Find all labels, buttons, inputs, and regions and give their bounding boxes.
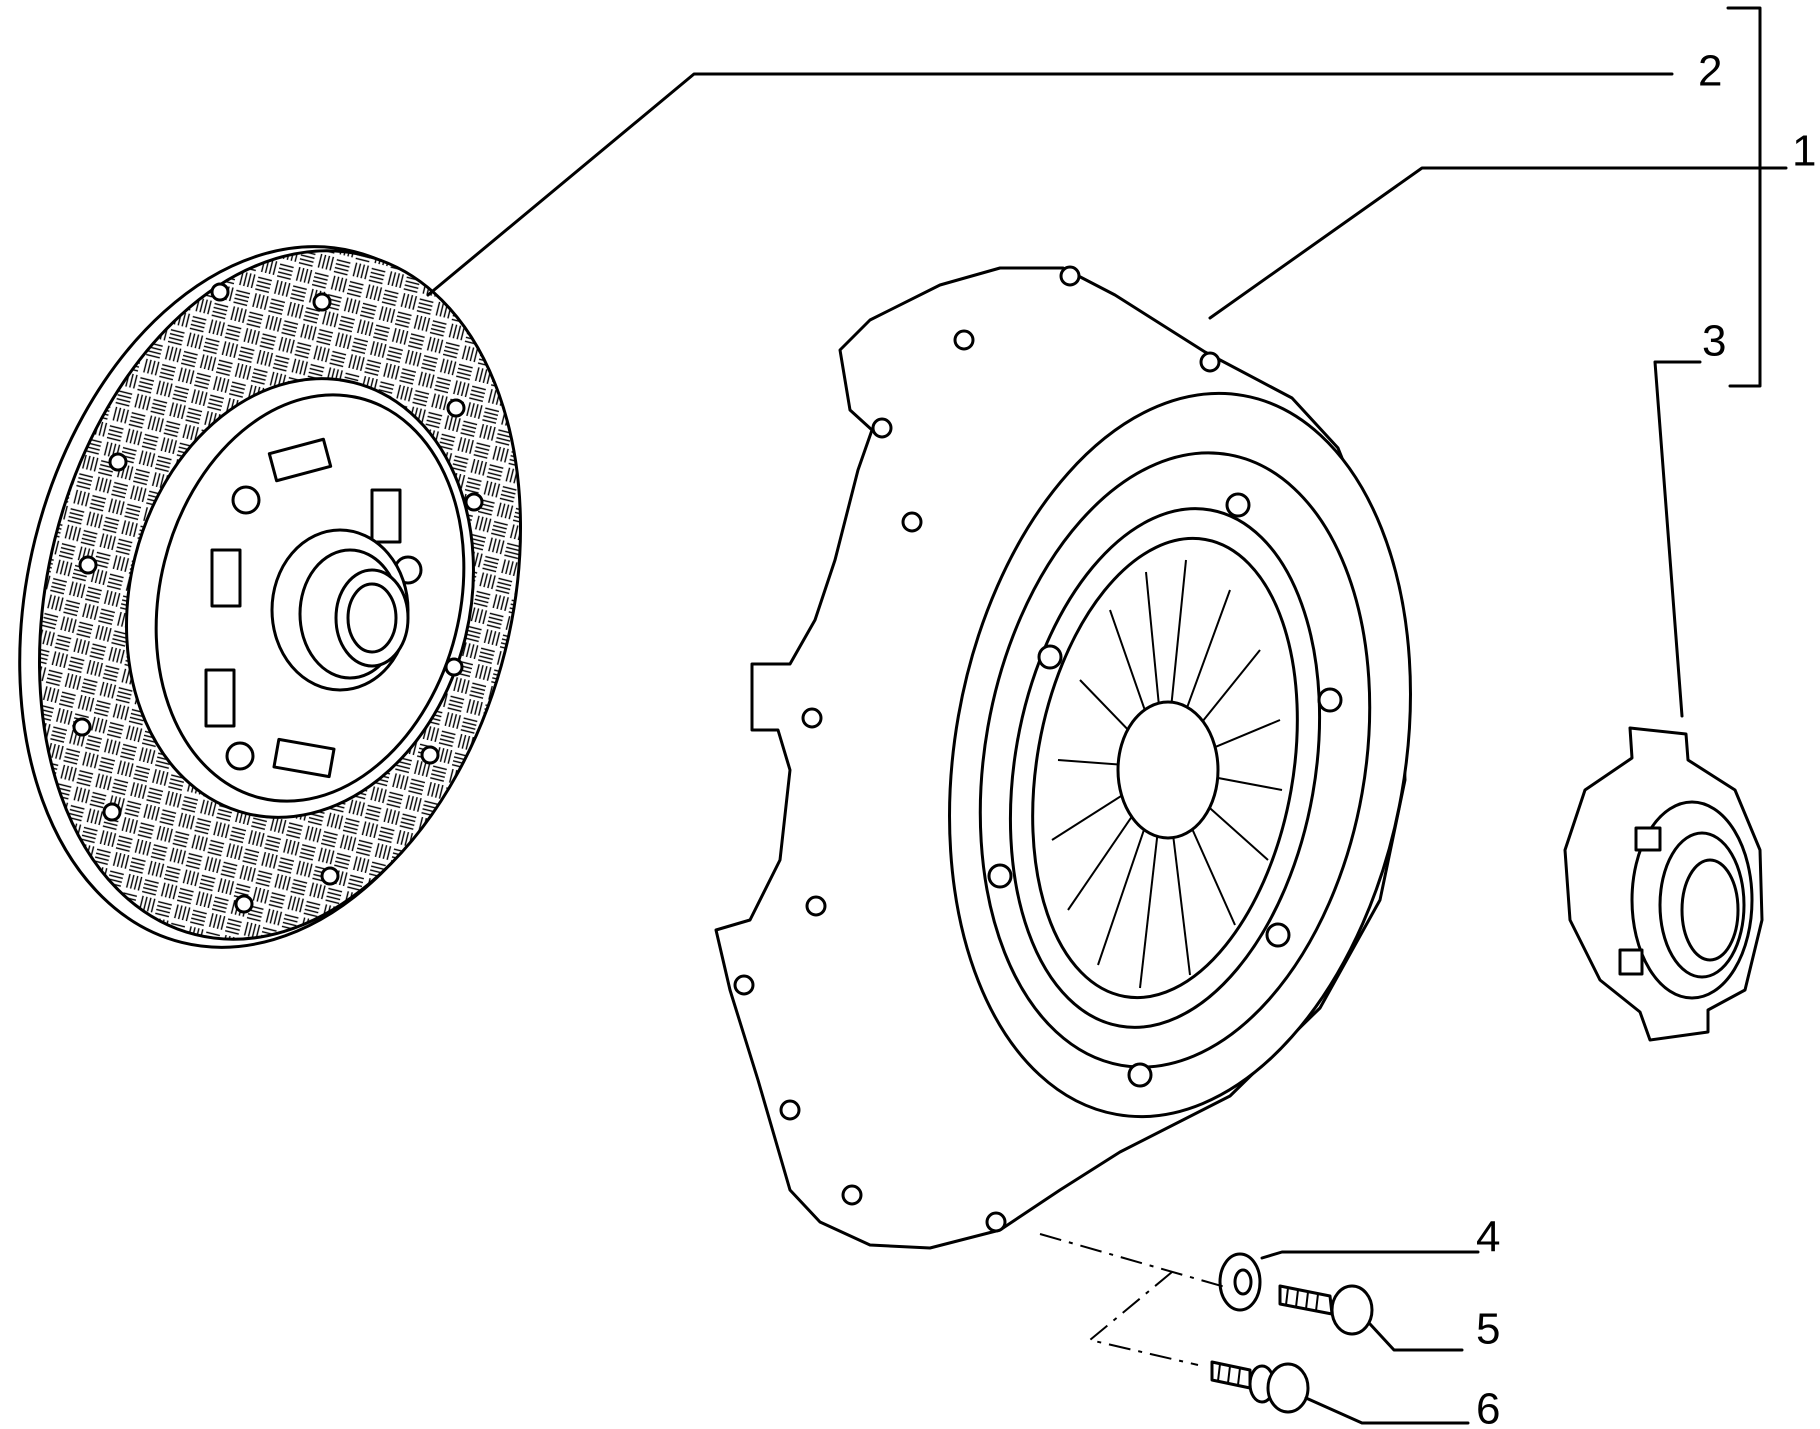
bolt (1278, 1284, 1374, 1336)
callout-2: 2 (1698, 47, 1722, 96)
callout-4: 4 (1476, 1213, 1500, 1262)
callout-labels: 2 1 3 4 5 6 (1476, 47, 1816, 1429)
release-bearing (1563, 726, 1764, 1042)
callout-5: 5 (1476, 1305, 1500, 1354)
callout-1: 1 (1792, 127, 1816, 176)
lining-rivets (72, 282, 484, 914)
shouldered-bolt (1210, 1360, 1310, 1414)
callout-3: 3 (1702, 317, 1726, 366)
clutch-disc (18, 245, 523, 949)
leader-lines (426, 6, 1788, 1425)
assembly-lines (1039, 1233, 1226, 1366)
damper-springs (204, 437, 402, 779)
cover-rivets (733, 265, 1343, 1233)
clutch-pressure-plate (714, 265, 1412, 1250)
washer (1218, 1252, 1262, 1312)
callout-6: 6 (1476, 1385, 1500, 1429)
